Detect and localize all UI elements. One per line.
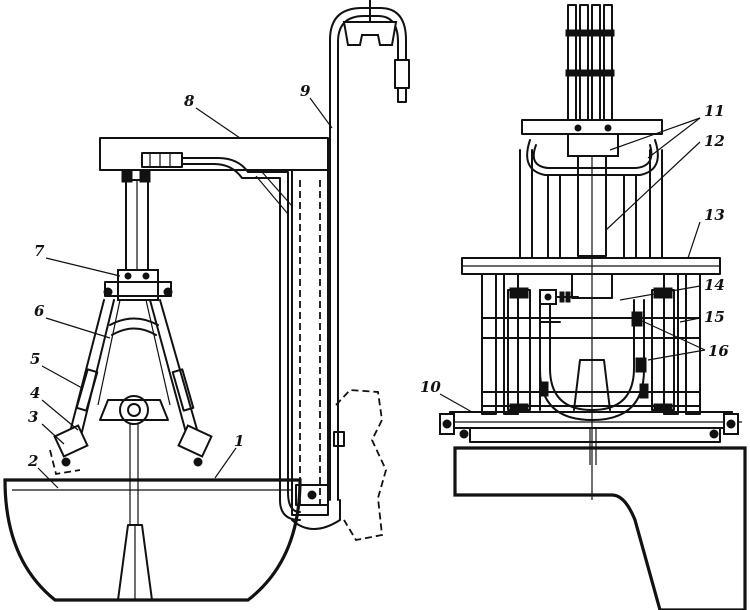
lateral-pins — [439, 413, 739, 439]
left-inner-strut — [97, 299, 121, 406]
hose-line-view — [329, 0, 410, 542]
lower-hinge — [119, 395, 149, 425]
mast-bottom-loop — [291, 499, 341, 530]
lower-crossbar — [481, 391, 701, 407]
label-4: 4 — [30, 384, 40, 402]
right-cylinder — [171, 368, 195, 412]
inner-post — [573, 359, 611, 411]
label-12: 12 — [704, 132, 725, 150]
bucket-shell — [3, 478, 302, 602]
part-labels: 1 2 3 4 5 6 7 8 9 10 11 12 13 14 15 16 — [27, 82, 729, 470]
label-15: 15 — [704, 308, 725, 326]
label-6: 6 — [34, 302, 45, 320]
yoke-top-block — [571, 273, 613, 299]
overhead-beam — [99, 137, 329, 171]
lower-crosshead — [99, 399, 169, 421]
right-inner-strut — [145, 299, 171, 406]
leader-lines — [37, 97, 706, 489]
arm-brace — [109, 317, 159, 326]
lower-hinge-pin — [127, 403, 141, 417]
label-10: 10 — [420, 378, 441, 396]
left-cylinder — [75, 368, 99, 412]
frame-view — [439, 4, 747, 610]
top-cable-bundle — [565, 4, 615, 121]
bucket-section — [453, 446, 747, 610]
left-joint — [49, 424, 89, 476]
label-3: 3 — [28, 408, 38, 426]
label-1: 1 — [234, 432, 244, 450]
grab-bucket-view — [3, 137, 341, 602]
label-8: 8 — [184, 92, 195, 110]
hose-fittings — [121, 152, 183, 183]
valve — [539, 289, 579, 305]
label-5: 5 — [30, 350, 40, 368]
left-arm-outer — [67, 299, 105, 441]
label-7: 7 — [34, 242, 45, 260]
label-16: 16 — [708, 342, 729, 360]
label-14: 14 — [704, 276, 725, 294]
hydraulic-cylinders — [507, 287, 675, 413]
left-arm-inner — [79, 299, 115, 441]
label-2: 2 — [27, 452, 38, 470]
arm-brace-2 — [111, 327, 157, 336]
bucket-outline-hidden — [335, 389, 387, 542]
mast-foot — [295, 484, 329, 506]
hose-end-fitting — [394, 59, 410, 89]
lower-support — [469, 427, 721, 443]
label-9: 9 — [300, 82, 311, 100]
hose-run-2 — [181, 163, 301, 521]
hose-saddle — [342, 21, 398, 46]
label-11: 11 — [704, 102, 725, 120]
right-joint — [177, 424, 213, 467]
mast — [291, 169, 329, 516]
frame-columns — [481, 273, 701, 415]
upper-crossbar — [481, 317, 701, 339]
top-plate — [521, 119, 663, 135]
beam-brace — [261, 171, 293, 207]
hose-run-1 — [181, 157, 301, 513]
top-head — [567, 133, 619, 157]
fittings — [539, 311, 649, 411]
label-13: 13 — [704, 206, 725, 224]
